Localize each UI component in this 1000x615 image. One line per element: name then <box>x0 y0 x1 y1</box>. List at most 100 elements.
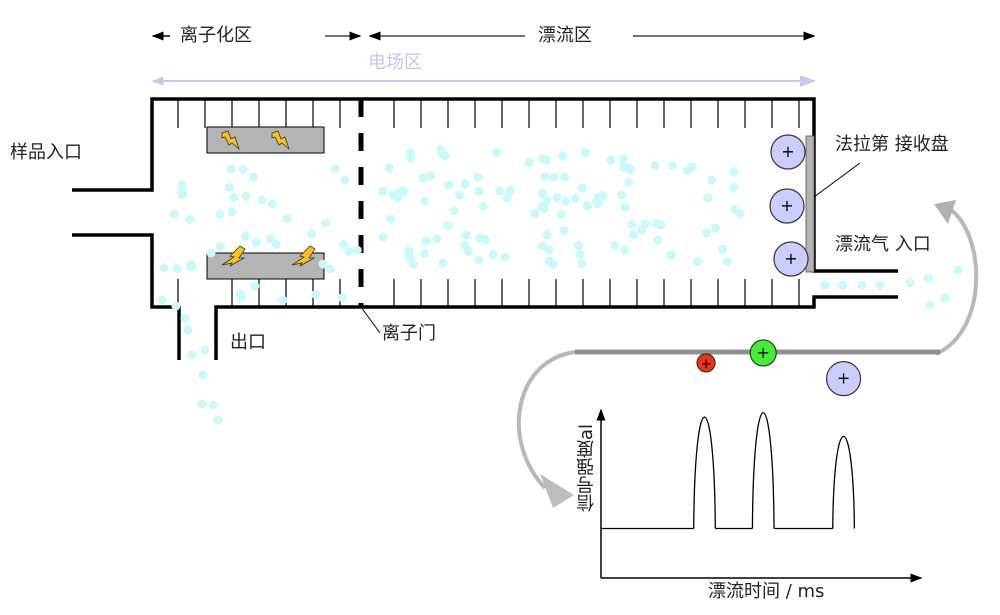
plate-ions: +++ <box>769 134 809 277</box>
particle <box>538 188 548 198</box>
peak-ion-red: + <box>696 353 716 373</box>
particle <box>241 191 251 201</box>
particle <box>177 190 187 199</box>
tube-upper-wall <box>72 97 898 273</box>
particle <box>157 295 167 305</box>
ion: + <box>769 188 805 224</box>
particle <box>570 194 580 203</box>
particle <box>318 259 328 269</box>
particle <box>577 259 587 269</box>
particle <box>668 161 677 171</box>
particle <box>627 219 637 229</box>
drift-tube <box>72 97 898 360</box>
particle <box>537 202 547 212</box>
particle <box>597 191 607 200</box>
particle <box>629 230 639 240</box>
outlet-label: 出口 <box>230 332 266 353</box>
particle <box>653 235 663 245</box>
particle <box>236 289 246 299</box>
particle <box>703 193 713 203</box>
particle <box>820 280 830 290</box>
lightning-bolts <box>221 130 316 267</box>
particle <box>624 177 634 187</box>
tube-lower-left-wall <box>72 233 181 360</box>
particle <box>580 148 590 158</box>
particle <box>378 186 388 196</box>
particle <box>616 190 626 200</box>
particle <box>640 219 650 228</box>
ion-circle <box>769 188 805 224</box>
peak-ions: +++ <box>696 339 862 397</box>
particle <box>561 196 571 206</box>
ion-charge: + <box>701 357 712 372</box>
particle <box>475 233 485 243</box>
lightning-icon <box>271 130 290 151</box>
particle <box>200 345 210 355</box>
particle <box>500 252 510 262</box>
particle <box>923 273 933 283</box>
ion-circle <box>773 241 809 277</box>
particle <box>240 231 250 241</box>
particle <box>177 180 187 190</box>
particle <box>449 206 459 216</box>
particle <box>198 370 208 380</box>
particle <box>325 264 335 274</box>
particle <box>560 172 569 182</box>
particle <box>488 249 498 259</box>
particle <box>728 182 738 192</box>
particle <box>718 244 728 254</box>
particle <box>443 221 453 231</box>
particle <box>250 281 260 291</box>
particle <box>215 242 225 252</box>
lightning-icon <box>221 130 240 151</box>
particle <box>575 249 585 259</box>
particle <box>544 245 554 255</box>
particle <box>278 295 288 305</box>
particle <box>925 300 935 310</box>
particle <box>729 167 739 177</box>
particle <box>352 245 362 255</box>
particle <box>530 208 540 218</box>
particle <box>905 278 915 288</box>
particle <box>187 350 197 360</box>
particle <box>172 264 182 274</box>
particle <box>321 218 330 228</box>
particle <box>652 219 661 229</box>
particle <box>455 190 465 200</box>
ionization-zone-label: 离子化区 <box>180 25 252 46</box>
signal-arrowhead-icon <box>540 474 574 508</box>
particle <box>229 192 239 202</box>
particle <box>271 239 281 249</box>
particle <box>438 258 448 268</box>
particle <box>474 186 484 196</box>
particle <box>953 265 963 275</box>
particle <box>582 201 592 211</box>
particle <box>251 238 261 247</box>
particle <box>206 248 216 258</box>
particle <box>460 179 470 189</box>
drift-zone-label: 漂流区 <box>538 25 592 46</box>
ion-gate-leader <box>360 306 381 334</box>
particle <box>460 241 470 250</box>
particle <box>730 204 740 214</box>
particle <box>404 246 413 256</box>
tube-lower-right-wall <box>214 295 898 360</box>
drift-gas-inlet-label: 漂流气 入口 <box>835 234 931 255</box>
signal-trace <box>601 412 856 530</box>
particle <box>838 280 848 290</box>
particle <box>340 175 350 185</box>
sample-inlet-label: 样品入口 <box>10 142 82 163</box>
particle <box>171 301 181 311</box>
particle <box>495 186 505 196</box>
y-axis-label: 信号强度al <box>576 424 597 513</box>
particle <box>215 209 225 219</box>
peak-red <box>693 416 716 529</box>
particle <box>388 190 398 200</box>
ion-circle <box>696 353 716 373</box>
particle <box>378 232 388 242</box>
particle <box>557 210 566 219</box>
ion-charge: + <box>784 249 797 268</box>
particle <box>577 183 587 193</box>
particle <box>418 173 428 183</box>
